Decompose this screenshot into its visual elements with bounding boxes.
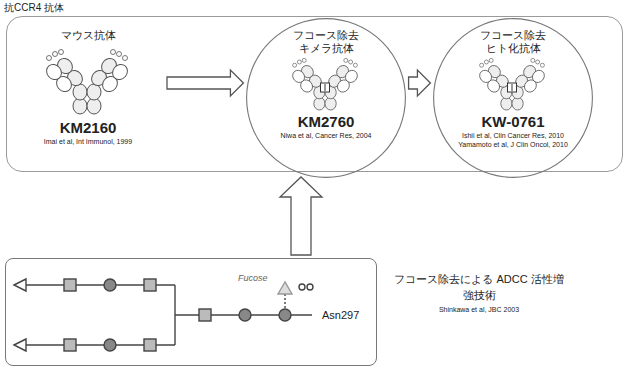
antibody-figure <box>477 58 547 110</box>
antibody-figure <box>43 50 130 115</box>
node-text: Asn297 <box>322 309 372 322</box>
antibody-code: KM2760 <box>246 113 406 130</box>
circle-outline <box>247 19 406 178</box>
antibody-code: KM2160 <box>13 119 163 136</box>
antibody-circle: フコース除去 キメラ抗体 KM2760Niwa et al, Cancer Res… <box>246 18 406 178</box>
node-text: Yamamoto et al, J Clin Oncol, 2010 <box>433 141 593 149</box>
node-text: Imai et al, Int Immunol, 1999 <box>13 138 163 146</box>
block-arrow <box>409 70 431 96</box>
block-arrow <box>167 70 243 96</box>
node-heading: フコース除去 キメラ抗体 <box>290 29 362 54</box>
node-heading: フコース除去 ヒト化抗体 <box>477 29 549 54</box>
glycan-box: FucoseAsn297 <box>5 258 377 366</box>
antibody-figure <box>290 58 360 110</box>
circle-outline <box>434 19 593 178</box>
node-heading: マウス抗体 <box>13 29 163 42</box>
fucose-free-mark <box>321 83 330 92</box>
technology-note: フコース除去による ADCC 活性増強技術 <box>393 272 565 304</box>
glycan-figure <box>14 279 313 351</box>
node-text: Ishii et al, Clin Cancer Res, 2010 <box>433 132 593 140</box>
antibody-item: マウス抗体 KM2160Imai et al, Int Immunol, 1999 <box>13 23 163 163</box>
antibody-panel: マウス抗体 KM2160Imai et al, Int Immunol, 1999… <box>6 16 623 172</box>
fucose-free-mark <box>508 83 517 92</box>
block-arrow <box>280 177 322 255</box>
antibody-circle: フコース除去 ヒト化抗体 KW-0761Ishii et al, Clin Can… <box>433 18 593 178</box>
citation: Shinkawa et al, JBC 2003 <box>393 305 565 315</box>
node-text: Niwa et al, Cancer Res, 2004 <box>246 132 406 140</box>
antibody-code: KW-0761 <box>433 113 593 130</box>
node-heading: 抗CCR4 抗体 <box>4 2 124 14</box>
node-heading: Fucose <box>238 273 278 283</box>
